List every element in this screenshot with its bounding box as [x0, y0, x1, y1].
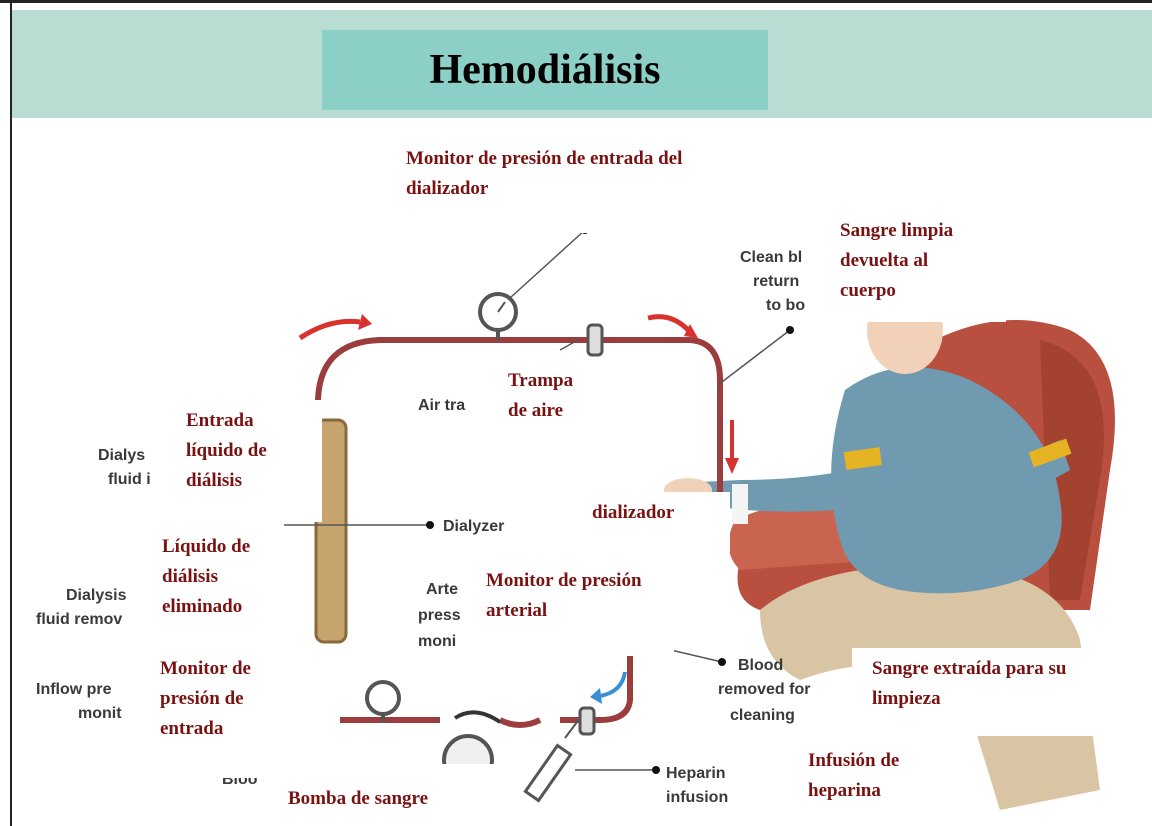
label-monitor-entrada: Monitor de presión de entrada	[140, 648, 330, 778]
pressure-gauge-top	[480, 294, 516, 340]
label-liquido-eliminado: Líquido de diálisis eliminado	[142, 526, 304, 644]
blue-flow-arrow	[600, 672, 625, 696]
arterial-clamp	[580, 708, 594, 734]
heparin-syringe	[525, 718, 580, 801]
pump-rotation-arrow	[455, 712, 500, 722]
flow-arrow-2	[648, 317, 690, 332]
label-infusion-heparina: Infusión de heparina	[788, 740, 974, 826]
label-bomba-sangre: Bomba de sangre	[268, 764, 494, 826]
label-trampa-aire: Trampa de aire	[488, 360, 596, 456]
en-clean-blood-2: return	[753, 273, 799, 290]
en-inflow-2: monit	[78, 705, 122, 722]
en-clean-blood-1: Clean bl	[740, 249, 802, 266]
en-arterial-1: Arte	[426, 581, 458, 598]
en-air-trap: Air tra	[418, 397, 465, 414]
label-monitor-entrada-dializador: Monitor de presión de entrada del dializ…	[386, 138, 704, 233]
label-sangre-limpia: Sangre limpia devuelta al cuerpo	[820, 210, 1006, 322]
title-box: Hemodiálisis	[322, 30, 768, 110]
en-dialyzer: Dialyzer	[443, 518, 504, 535]
en-heparin-2: infusion	[666, 789, 728, 806]
pressure-gauge-inflow	[367, 682, 399, 722]
en-arterial-2: press	[418, 607, 461, 624]
bandage	[732, 484, 748, 524]
label-entrada-liquido: Entrada líquido de diálisis	[166, 400, 322, 522]
en-blood-removed-3: cleaning	[730, 707, 795, 724]
en-arterial-3: moni	[418, 633, 456, 650]
label-monitor-arterial: Monitor de presión arterial	[466, 560, 674, 656]
en-dialysis-removed-2: fluid remov	[36, 611, 122, 628]
en-heparin-1: Heparin	[666, 765, 726, 782]
page-title: Hemodiálisis	[429, 46, 660, 94]
en-inflow-1: Inflow pre	[36, 681, 112, 698]
label-dializador: dializador	[572, 492, 730, 552]
en-blood-removed-2: removed for	[718, 681, 810, 698]
en-clean-blood-3: to bo	[766, 297, 805, 314]
label-sangre-extraida: Sangre extraída para su limpieza	[852, 648, 1152, 736]
en-dialysis-in-2: fluid i	[108, 471, 151, 488]
flow-arrow-1	[300, 321, 360, 338]
en-dialysis-removed-1: Dialysis	[66, 587, 127, 604]
en-dialysis-in-1: Dialys	[98, 447, 145, 464]
en-blood-removed-1: Blood	[738, 657, 783, 674]
air-trap-device	[588, 325, 602, 355]
